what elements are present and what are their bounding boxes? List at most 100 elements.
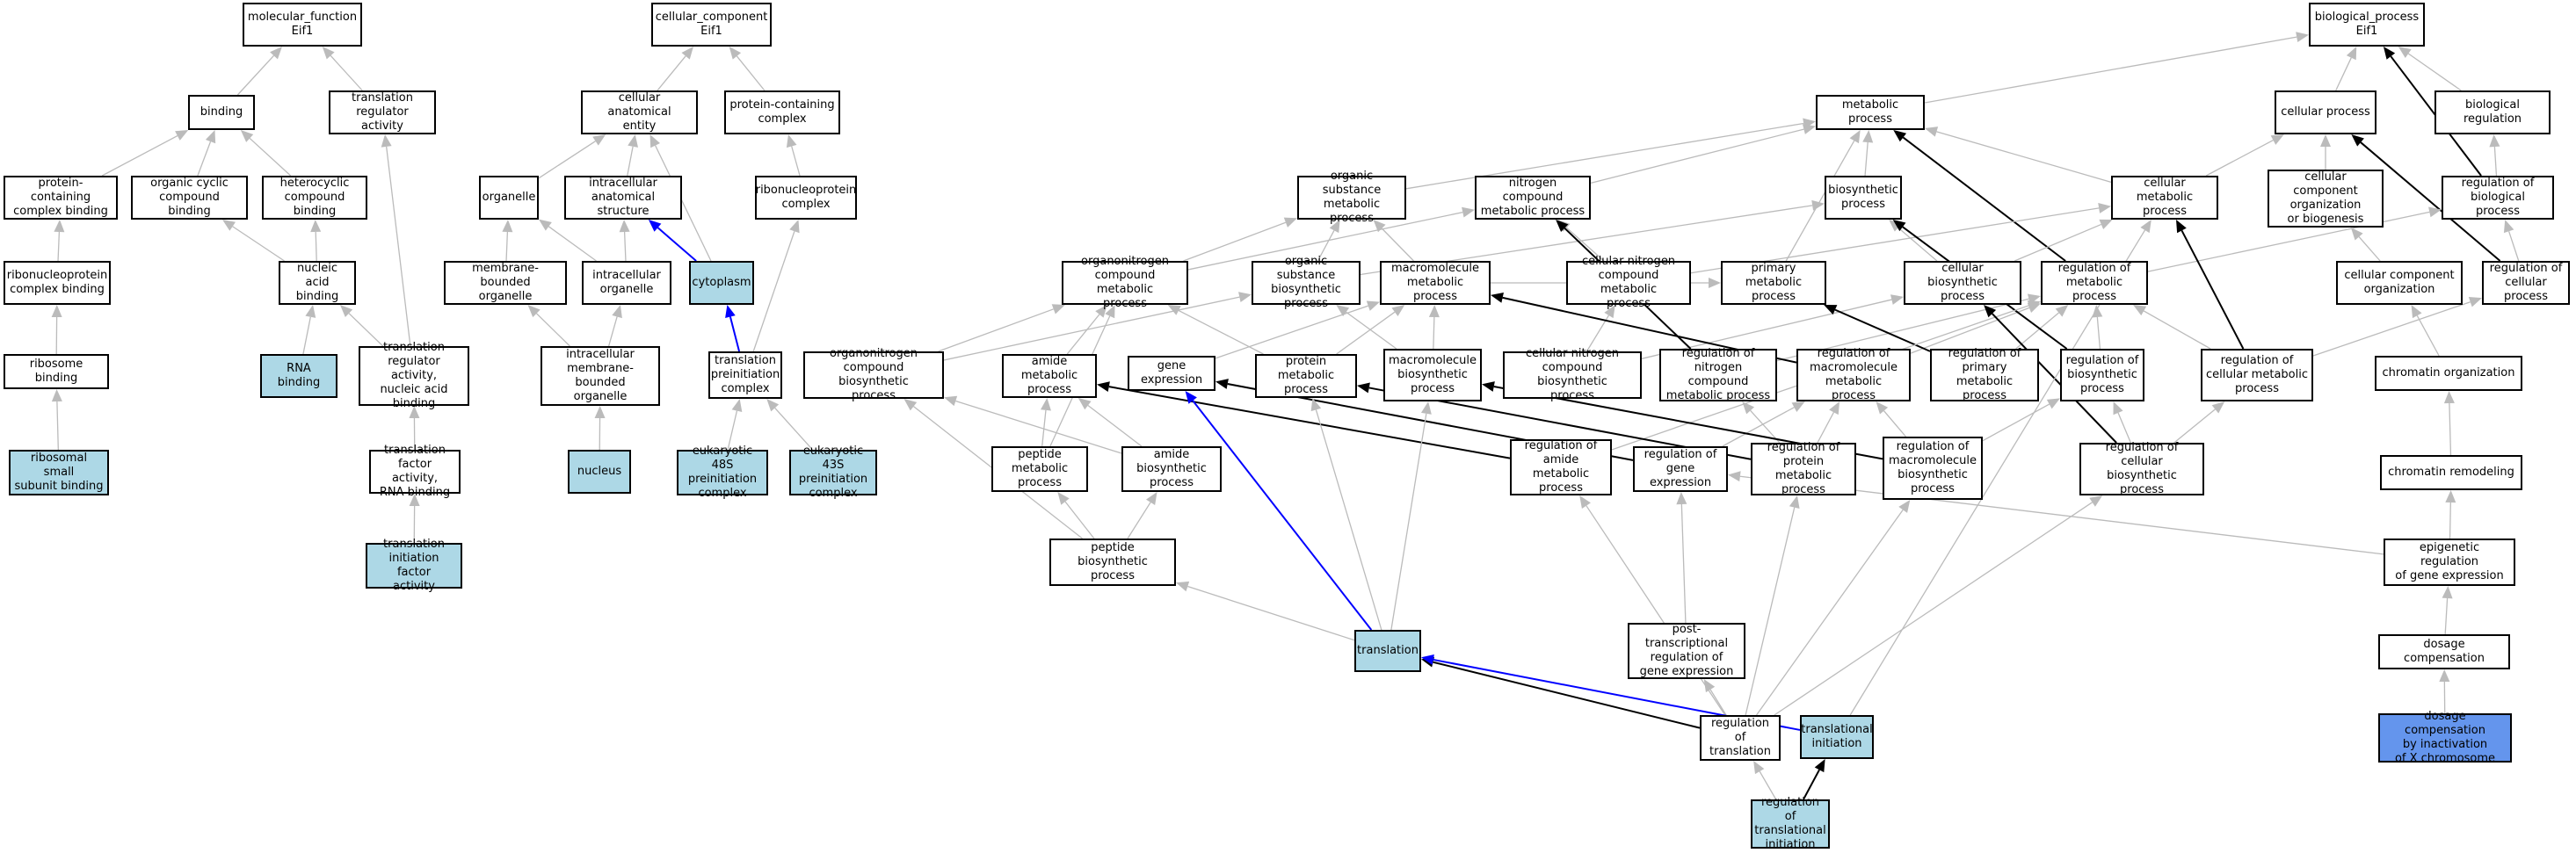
node-nucleus[interactable]: nucleus bbox=[568, 450, 631, 494]
node-cellular-nitrogen-compound-metabolic-process[interactable]: cellular nitrogen compound metabolic pro… bbox=[1566, 255, 1691, 310]
arrowhead-rge-to-gexp bbox=[1215, 379, 1229, 389]
node-organelle[interactable]: organelle bbox=[479, 176, 539, 220]
node-eukaryotic-48s-preinitiation-complex[interactable]: eukaryotic 48S preinitiation complex bbox=[677, 445, 768, 500]
node-cellular-process[interactable]: cellular process bbox=[2275, 90, 2376, 134]
node-ribosomal-small-subunit-binding[interactable]: ribosomal small subunit binding bbox=[9, 450, 109, 495]
arrowhead-rti-to-rtrans bbox=[1753, 761, 1765, 775]
node-regulation-of-cellular-biosynthetic-process[interactable]: regulation of cellular biosynthetic proc… bbox=[2079, 441, 2204, 496]
node-regulation-of-metabolic-process[interactable]: regulation of metabolic process bbox=[2041, 261, 2148, 305]
node-peptide-biosynthetic-process[interactable]: peptide biosynthetic process bbox=[1049, 539, 1176, 586]
arrowhead-osbp-to-osmp bbox=[1329, 220, 1340, 234]
node-organic-substance-biosynthetic-process[interactable]: organic substance biosynthetic process bbox=[1252, 255, 1361, 310]
node-membrane-bounded-organelle[interactable]: membrane-bounded organelle bbox=[444, 261, 567, 305]
node-intracellular-membrane-bounded-organelle[interactable]: intracellular membrane-bounded organelle bbox=[541, 346, 660, 406]
node-chromatin-organization[interactable]: chromatin organization bbox=[2375, 356, 2522, 391]
edge-is_a-protmp-to-oncmp bbox=[1178, 309, 1264, 355]
node-binding[interactable]: binding bbox=[188, 95, 255, 130]
node-organic-substance-metabolic-process[interactable]: organic substance metabolic process bbox=[1297, 170, 1406, 225]
node-cellular-biosynthetic-process[interactable]: cellular biosynthetic process bbox=[1904, 261, 2021, 305]
node-intracellular-anatomical-structure[interactable]: intracellular anatomical structure bbox=[564, 176, 682, 220]
node-regulation-of-primary-metabolic-process[interactable]: regulation of primary metabolic process bbox=[1930, 347, 2039, 402]
arrowhead-oncbp-to-osbp bbox=[1238, 292, 1252, 303]
node-translation-regulator-activity-nucleic-acid-binding[interactable]: translation regulator activity, nucleic … bbox=[359, 341, 469, 410]
node-regulation-of-macromolecule-biosynthetic-process[interactable]: regulation of macromolecule biosynthetic… bbox=[1883, 437, 1983, 500]
node-translation-initiation-factor-activity[interactable]: translation initiation factor activity bbox=[366, 538, 462, 593]
node-heterocyclic-compound-binding[interactable]: heterocyclic compound binding bbox=[262, 176, 367, 220]
edge-is_a-imbo-to-mbo bbox=[536, 313, 570, 347]
arrowhead-rmmp-to-mmp bbox=[1491, 293, 1504, 303]
arrowhead-cbp-to-cmp bbox=[2099, 219, 2113, 229]
node-ribonucleoprotein-complex[interactable]: ribonucleoprotein complex bbox=[755, 176, 857, 220]
node-dosage-compensation[interactable]: dosage compensation bbox=[2378, 634, 2510, 669]
node-epigenetic-regulation-of-gene-expression[interactable]: epigenetic regulation of gene expression bbox=[2384, 539, 2515, 586]
arrowhead-rnp_cplx-to-pcc bbox=[786, 134, 797, 148]
node-organic-cyclic-compound-binding[interactable]: organic cyclic compound binding bbox=[131, 176, 248, 220]
node-gene-expression[interactable]: gene expression bbox=[1128, 356, 1215, 391]
node-organonitrogen-compound-metabolic-process[interactable]: organonitrogen compound metabolic proces… bbox=[1062, 255, 1188, 310]
edge-is_a-mbp-to-mmp bbox=[1433, 316, 1435, 350]
node-regulation-of-translational-initiation[interactable]: regulation of translational initiation bbox=[1751, 796, 1830, 851]
node-regulation-of-nitrogen-compound-metabolic-process[interactable]: regulation of nitrogen compound metaboli… bbox=[1659, 347, 1777, 402]
node-regulation-of-protein-metabolic-process[interactable]: regulation of protein metabolic process bbox=[1751, 441, 1856, 496]
edge-is_a-cncmp-to-ncmp bbox=[1566, 227, 1605, 262]
node-peptide-metabolic-process[interactable]: peptide metabolic process bbox=[991, 446, 1088, 492]
node-organonitrogen-compound-biosynthetic-process[interactable]: organonitrogen compound biosynthetic pro… bbox=[803, 347, 944, 402]
node-primary-metabolic-process[interactable]: primary metabolic process bbox=[1721, 261, 1826, 305]
node-ribosome-binding[interactable]: ribosome binding bbox=[4, 354, 109, 389]
node-cellular-component-organization-or-biogenesis[interactable]: cellular component organization or bioge… bbox=[2268, 170, 2384, 228]
arrowhead-protmp-to-mmp bbox=[1391, 305, 1405, 317]
node-cellular-component[interactable]: cellular_component Eif1 bbox=[651, 3, 772, 47]
node-translation-regulator-activity[interactable]: translation regulator activity bbox=[329, 90, 436, 134]
arrowhead-binding-to-mf bbox=[270, 47, 282, 60]
node-translation-factor-activity-rna-binding[interactable]: translation factor activity, RNA binding bbox=[369, 444, 461, 499]
edge-is_a-trans_reg_na-to-na_bind bbox=[348, 313, 384, 347]
node-cellular-nitrogen-compound-biosynthetic-process[interactable]: cellular nitrogen compound biosynthetic … bbox=[1503, 347, 1642, 402]
arrowhead-tinit-to-cmp bbox=[2140, 220, 2152, 234]
node-cellular-metabolic-process[interactable]: cellular metabolic process bbox=[2111, 176, 2218, 220]
node-nucleic-acid-binding[interactable]: nucleic acid binding bbox=[279, 261, 356, 305]
node-cellular-component-organization[interactable]: cellular component organization bbox=[2336, 261, 2463, 305]
node-cytoplasm[interactable]: cytoplasm bbox=[689, 261, 754, 305]
node-metabolic-process[interactable]: metabolic process bbox=[1816, 95, 1925, 130]
node-biosynthetic-process[interactable]: biosynthetic process bbox=[1825, 176, 1902, 220]
node-macromolecule-biosynthetic-process[interactable]: macromolecule biosynthetic process bbox=[1383, 349, 1482, 401]
node-regulation-of-cellular-process[interactable]: regulation of cellular process bbox=[2482, 261, 2570, 305]
arrowhead-cmp-to-metab bbox=[1925, 127, 1939, 137]
edge-part_of-translation-to-gexp bbox=[1192, 400, 1373, 631]
node-post-transcriptional-regulation-of-gene-expression[interactable]: post-transcriptional regulation of gene … bbox=[1628, 623, 1745, 679]
arrowhead-erge-to-chromrem bbox=[2445, 490, 2456, 503]
arrowhead-rpmp-to-rmp bbox=[2055, 305, 2069, 317]
node-dosage-compensation-by-inactivation-of-x-chromosome[interactable]: dosage compensation by inactivation of X… bbox=[2378, 710, 2512, 765]
node-rna-binding[interactable]: RNA binding bbox=[260, 354, 337, 398]
node-intracellular-organelle[interactable]: intracellular organelle bbox=[582, 261, 671, 305]
node-ribonucleoprotein-complex-binding[interactable]: ribonucleoprotein complex binding bbox=[4, 261, 111, 305]
node-chromatin-remodeling[interactable]: chromatin remodeling bbox=[2380, 455, 2522, 490]
node-molecular-function[interactable]: molecular_function Eif1 bbox=[243, 3, 362, 47]
node-amide-biosynthetic-process[interactable]: amide biosynthetic process bbox=[1121, 446, 1222, 492]
node-translation[interactable]: translation bbox=[1354, 630, 1421, 672]
node-translational-initiation[interactable]: translational initiation bbox=[1800, 715, 1874, 759]
arrowhead-rtrans-to-ptrge bbox=[1703, 679, 1716, 693]
node-macromolecule-metabolic-process[interactable]: macromolecule metabolic process bbox=[1380, 261, 1491, 305]
node-protein-metabolic-process[interactable]: protein metabolic process bbox=[1255, 354, 1357, 398]
node-translation-preinitiation-complex[interactable]: translation preinitiation complex bbox=[708, 351, 782, 399]
edge-is_a-rprotmp-to-rmmp bbox=[1817, 412, 1835, 444]
node-regulation-of-gene-expression[interactable]: regulation of gene expression bbox=[1633, 446, 1728, 492]
node-biological-regulation[interactable]: biological regulation bbox=[2435, 90, 2551, 134]
node-cellular-anatomical-entity[interactable]: cellular anatomical entity bbox=[581, 90, 698, 134]
node-amide-metabolic-process[interactable]: amide metabolic process bbox=[1002, 354, 1097, 398]
arrowhead-cco-to-ccob bbox=[2350, 228, 2363, 241]
edge-is_a-io-to-organelle bbox=[548, 226, 597, 262]
node-regulation-of-cellular-metabolic-process[interactable]: regulation of cellular metabolic process bbox=[2201, 349, 2313, 401]
node-regulation-of-biological-process[interactable]: regulation of biological process bbox=[2442, 176, 2554, 220]
node-regulation-of-macromolecule-metabolic-process[interactable]: regulation of macromolecule metabolic pr… bbox=[1796, 347, 1911, 402]
node-protein-containing-complex[interactable]: protein-containing complex bbox=[724, 90, 840, 134]
node-regulation-of-amide-metabolic-process[interactable]: regulation of amide metabolic process bbox=[1510, 439, 1612, 495]
node-regulation-of-biosynthetic-process[interactable]: regulation of biosynthetic process bbox=[2060, 349, 2144, 401]
node-regulation-of-translation[interactable]: regulation of translation bbox=[1700, 715, 1781, 761]
edge-is_a-rcbp-to-rcmp bbox=[2173, 408, 2216, 444]
node-biological-process[interactable]: biological_process Eif1 bbox=[2309, 3, 2425, 47]
node-protein-containing-complex-binding[interactable]: protein-containing complex binding bbox=[4, 176, 118, 220]
node-nitrogen-compound-metabolic-process[interactable]: nitrogen compound metabolic process bbox=[1475, 176, 1591, 220]
node-eukaryotic-43s-preinitiation-complex[interactable]: eukaryotic 43S preinitiation complex bbox=[789, 445, 877, 500]
